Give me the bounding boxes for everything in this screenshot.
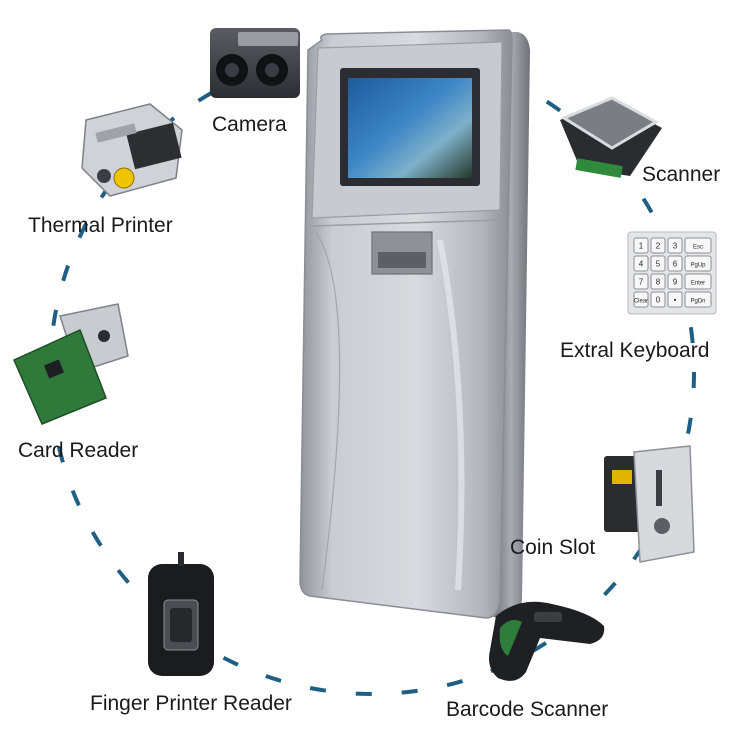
- label-thermal-printer: Thermal Printer: [28, 214, 173, 237]
- keypad-key-label: PgUp: [690, 263, 706, 269]
- scanner-glass: [560, 96, 660, 150]
- keypad-key: [684, 255, 712, 272]
- keypad-key: [684, 237, 712, 254]
- keypad-key: [667, 255, 683, 272]
- camera-lens-right-inner: [265, 63, 279, 77]
- camera-device: [210, 28, 300, 98]
- keypad-key: [633, 273, 649, 290]
- keypad-key-label: 9: [673, 278, 678, 287]
- keypad-key-label: 8: [656, 278, 661, 287]
- keypad-key-label: 6: [673, 260, 678, 269]
- printer-paper-slot: [95, 123, 137, 143]
- keypad-key: [650, 273, 666, 290]
- label-barcode-scanner: Barcode Scanner: [446, 698, 608, 721]
- keypad-key: [633, 255, 649, 272]
- keypad-key: [684, 273, 712, 290]
- keypad-key-label: 3: [673, 242, 678, 251]
- label-camera: Camera: [212, 113, 287, 136]
- coin-slot-device: [604, 445, 695, 563]
- coin-slot-faceplate: [633, 445, 695, 563]
- keypad-key-label: 7: [639, 278, 644, 287]
- fingerprint-cable: [178, 552, 184, 566]
- keypad-key-label: Esc: [693, 245, 703, 251]
- scanner-pcb: [575, 158, 623, 178]
- fingerprint-sensor: [170, 608, 192, 642]
- keypad-key-label: •: [674, 296, 677, 305]
- self-service-kiosk: [299, 29, 530, 621]
- keypad-key: [667, 273, 683, 290]
- coin-slot-opening: [656, 470, 662, 506]
- barcode-scanner-window: [499, 620, 522, 656]
- keypad-key-label: 2: [656, 242, 661, 251]
- keypad-key-label: 4: [639, 260, 644, 269]
- printer-gear: [113, 167, 135, 189]
- keypad-key: [667, 291, 683, 308]
- barcode-scanner-device: [489, 601, 605, 681]
- thermal-printer-device: [81, 103, 183, 197]
- label-extra-keyboard: Extral Keyboard: [560, 339, 709, 362]
- scanner-device: [560, 96, 662, 178]
- card-reader-device: [13, 303, 129, 425]
- card-reader-roller: [98, 330, 110, 342]
- label-finger-printer-reader: Finger Printer Reader: [90, 692, 292, 715]
- label-card-reader: Card Reader: [18, 439, 138, 462]
- keypad-key: [650, 291, 666, 308]
- card-reader-board: [13, 328, 107, 425]
- kiosk-highlight: [437, 239, 465, 591]
- keypad-key-label: 0: [656, 296, 661, 305]
- printer-mechanism: [126, 122, 182, 170]
- keypad-key-label: Enter: [691, 281, 705, 287]
- printer-roller: [97, 169, 111, 183]
- kiosk-receipt-slot-inner: [378, 252, 426, 268]
- keypad-key: [633, 291, 649, 308]
- keypad-key: [650, 237, 666, 254]
- label-scanner: Scanner: [642, 163, 720, 186]
- coin-slot-button: [654, 518, 670, 534]
- keypad-key: [684, 291, 712, 308]
- keypad-key: [650, 255, 666, 272]
- label-coin-slot: Coin Slot: [510, 536, 595, 559]
- kiosk-screen: [348, 78, 472, 178]
- keypad-key: [667, 237, 683, 254]
- keypad-key: [633, 237, 649, 254]
- kiosk-front-panel: [315, 231, 341, 591]
- barcode-scanner-trigger: [534, 612, 562, 622]
- fingerprint-reader-device: [148, 552, 214, 676]
- card-reader-chip: [43, 359, 65, 379]
- kiosk-divider: [311, 219, 501, 227]
- keypad-key-label: PgDn: [690, 299, 705, 305]
- keypad-key-label: 5: [656, 260, 661, 269]
- camera-top-strip: [238, 32, 298, 46]
- keypad-key-label: Clear: [634, 299, 648, 305]
- camera-lens-left-inner: [225, 63, 239, 77]
- coin-slot-label: [612, 470, 632, 484]
- keypad-key-label: 1: [639, 242, 644, 251]
- accessory-ring: [48, 48, 696, 696]
